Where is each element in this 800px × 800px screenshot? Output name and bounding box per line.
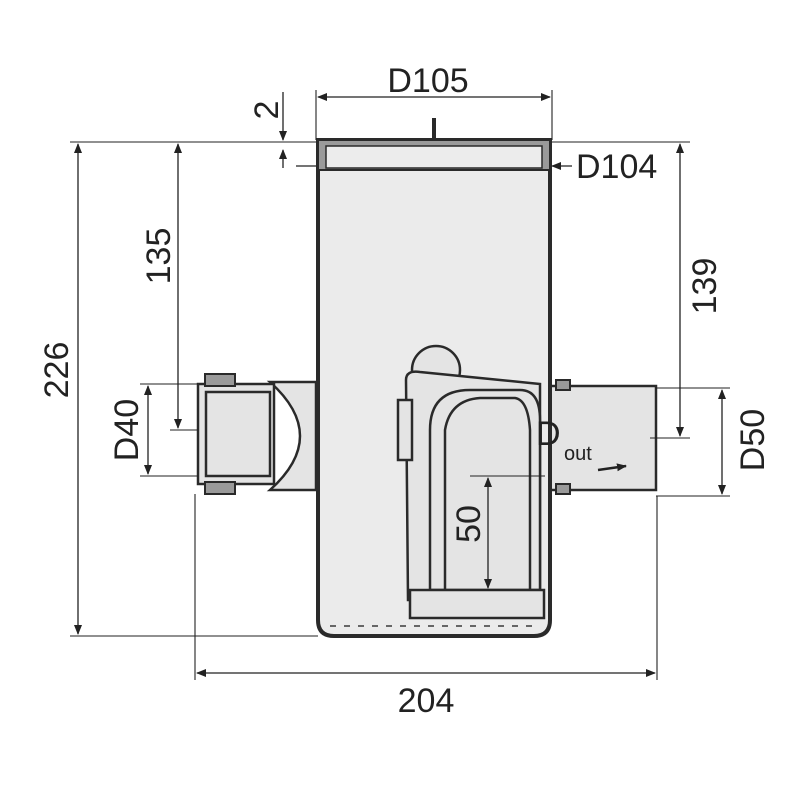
dimension-lines: [74, 92, 726, 677]
trap-body: [316, 118, 552, 638]
dim-label-outlet-height: 139: [686, 258, 724, 315]
dim-label-d50: D50: [734, 409, 772, 471]
inlet-pipe: [196, 373, 318, 495]
dim-label-total-height: 226: [38, 342, 76, 399]
dim-label-inlet-height: 135: [140, 228, 178, 285]
dim-label-d104: D104: [576, 148, 657, 186]
flow-arrow-icon: [597, 463, 627, 472]
dim-label-d105: D105: [387, 62, 468, 100]
outlet-label-d: D: [536, 415, 561, 453]
dim-label-total-width: 204: [398, 682, 455, 720]
outlet-pipe: [546, 379, 658, 495]
dim-label-riser-height: 50: [450, 505, 488, 543]
outlet-label-subscript: out: [564, 443, 592, 465]
dim-label-gap: 2: [248, 101, 286, 120]
dim-label-d40: D40: [108, 399, 146, 461]
extension-lines: [70, 90, 730, 680]
